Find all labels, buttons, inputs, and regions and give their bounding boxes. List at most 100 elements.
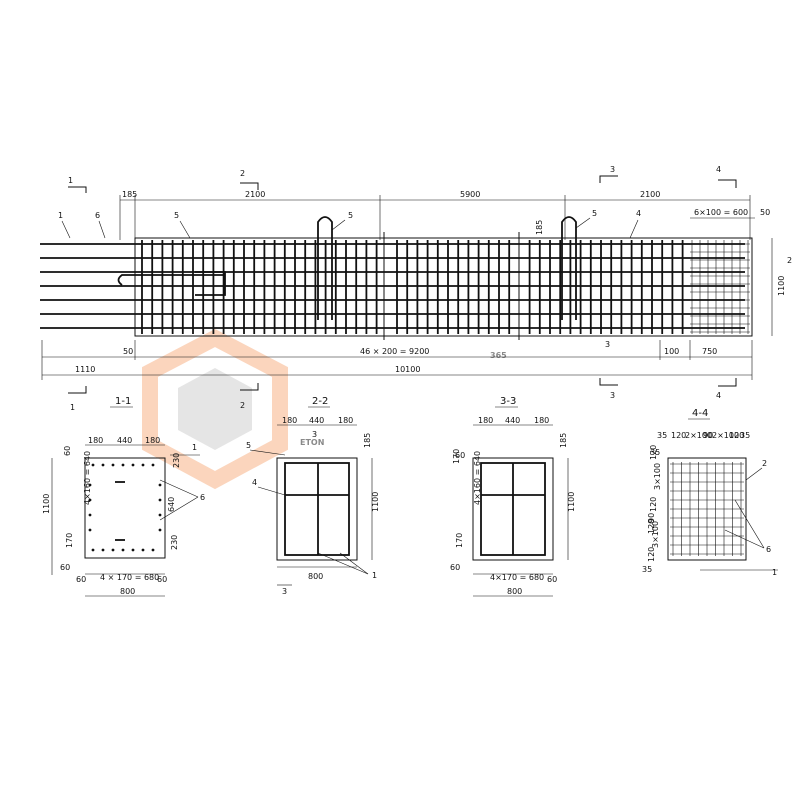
dim-label: 3×100 <box>653 463 662 490</box>
bar-dot <box>158 483 162 487</box>
cut-mark-2-bottom: 2 <box>240 383 259 410</box>
dim-label: 35 <box>642 565 652 574</box>
dim-label: 90 <box>647 513 656 523</box>
dim-label: 185 <box>122 190 137 199</box>
svg-text:2: 2 <box>240 401 245 410</box>
cut-mark-3-top: 3 <box>599 165 618 183</box>
dim-label: 50 <box>760 208 770 217</box>
watermark-logo-icon <box>142 328 288 490</box>
dim-label: 180 <box>478 416 493 425</box>
svg-text:2: 2 <box>240 169 245 178</box>
bar-dot <box>158 513 162 517</box>
dim-label: 640 <box>167 497 176 512</box>
bar-dot <box>151 463 155 467</box>
dim-label: 180 <box>145 436 160 445</box>
dim-label: 1100 <box>777 276 786 296</box>
dim-label: 120 <box>649 497 658 512</box>
bar-dot <box>158 528 162 532</box>
dim-label: 170 <box>455 533 464 548</box>
section-2-2: 2-2 180 440 180 185 1100 800 5 3 4 1 3 <box>246 396 380 596</box>
watermark-brand: ETON <box>300 438 324 447</box>
dim-label: 2100 <box>640 190 660 199</box>
dim-label: 4×170 = 680 <box>490 573 544 582</box>
svg-text:1: 1 <box>70 403 75 412</box>
dim-label: 800 <box>120 587 135 596</box>
leader-number: 1 <box>192 443 197 452</box>
dim-label: 180 <box>534 416 549 425</box>
dim-label: 750 <box>702 347 717 356</box>
hook-bar <box>117 274 225 286</box>
leader-number: 2 <box>787 256 792 265</box>
svg-text:1: 1 <box>68 176 73 185</box>
cut-mark-3-bottom: 3 <box>599 378 618 400</box>
dim-label: 1100 <box>42 494 51 514</box>
dim-label: 170 <box>65 533 74 548</box>
dim-label: 440 <box>505 416 520 425</box>
bar-dot <box>141 548 145 552</box>
elevation-view: 185 2100 5900 2100 185 6×100 = 600 50 50… <box>40 165 792 412</box>
dim-label: 230 <box>170 535 179 550</box>
watermark-number: 365 <box>490 351 507 360</box>
bar-dot <box>111 463 115 467</box>
dim-label: 6×100 = 600 <box>694 208 748 217</box>
hook-bar <box>195 271 226 296</box>
dim-label: 3×100 <box>651 521 660 548</box>
leader-number: 3 <box>312 430 317 439</box>
bar-dot <box>121 463 125 467</box>
section-title: 4-4 <box>692 408 708 419</box>
dim-label: 60 <box>455 451 465 460</box>
bar-dot <box>111 548 115 552</box>
dim-label: 35 <box>657 431 667 440</box>
leader-number: 2 <box>762 459 767 468</box>
dim-label: 1100 <box>371 492 380 512</box>
leader-number: 4 <box>252 478 257 487</box>
stirrups <box>141 240 684 334</box>
dim-label: 180 <box>282 416 297 425</box>
dim-label: 100 <box>664 347 679 356</box>
svg-text:3: 3 <box>610 165 615 174</box>
dim-label: 60 <box>547 575 557 584</box>
svg-text:3: 3 <box>610 391 615 400</box>
dim-label: 60 <box>76 575 86 584</box>
svg-text:4: 4 <box>716 391 721 400</box>
dim-label: 1100 <box>567 492 576 512</box>
bar-dot <box>151 548 155 552</box>
leader-number: 3 <box>605 340 610 349</box>
dim-label: 60 <box>157 575 167 584</box>
watermark: ETON 365 <box>142 328 507 490</box>
section-outline <box>472 457 554 561</box>
section-4-4: 4-4 35 120 2×100 90 2×100 120 35 120 35 … <box>642 408 778 577</box>
section-title: 1-1 <box>115 396 131 407</box>
leader-number: 5 <box>592 209 597 218</box>
leader-number: 4 <box>636 209 641 218</box>
mesh-grid <box>670 462 744 556</box>
dim-label: 1110 <box>75 365 95 374</box>
section-outline <box>276 457 358 561</box>
bar-dot <box>101 463 105 467</box>
cut-mark-4-top: 4 <box>716 165 737 188</box>
bar-dot <box>88 483 92 487</box>
bar-dot <box>88 498 92 502</box>
bar-dot <box>91 463 95 467</box>
leader-number: 5 <box>348 211 353 220</box>
bar-dots <box>88 463 162 552</box>
bar-dot <box>158 498 162 502</box>
dim-label: 10100 <box>395 365 420 374</box>
bar-dot <box>88 528 92 532</box>
dim-label: 185 <box>363 433 372 448</box>
dim-label: 440 <box>309 416 324 425</box>
dim-label: 2100 <box>245 190 265 199</box>
dim-label: 35 <box>740 431 750 440</box>
dim-label: 170 <box>452 449 461 464</box>
dim-label: 800 <box>308 572 323 581</box>
bar-dot <box>91 548 95 552</box>
dim-label: 46 × 200 = 9200 <box>360 347 429 356</box>
dim-label: 120 <box>647 547 656 562</box>
section-outline <box>667 457 747 561</box>
dim-label: 120 <box>671 431 686 440</box>
dim-label: 60 <box>450 563 460 572</box>
leader-number: 6 <box>95 211 100 220</box>
leader-number: 1 <box>772 568 777 577</box>
section-title: 3-3 <box>500 396 516 407</box>
